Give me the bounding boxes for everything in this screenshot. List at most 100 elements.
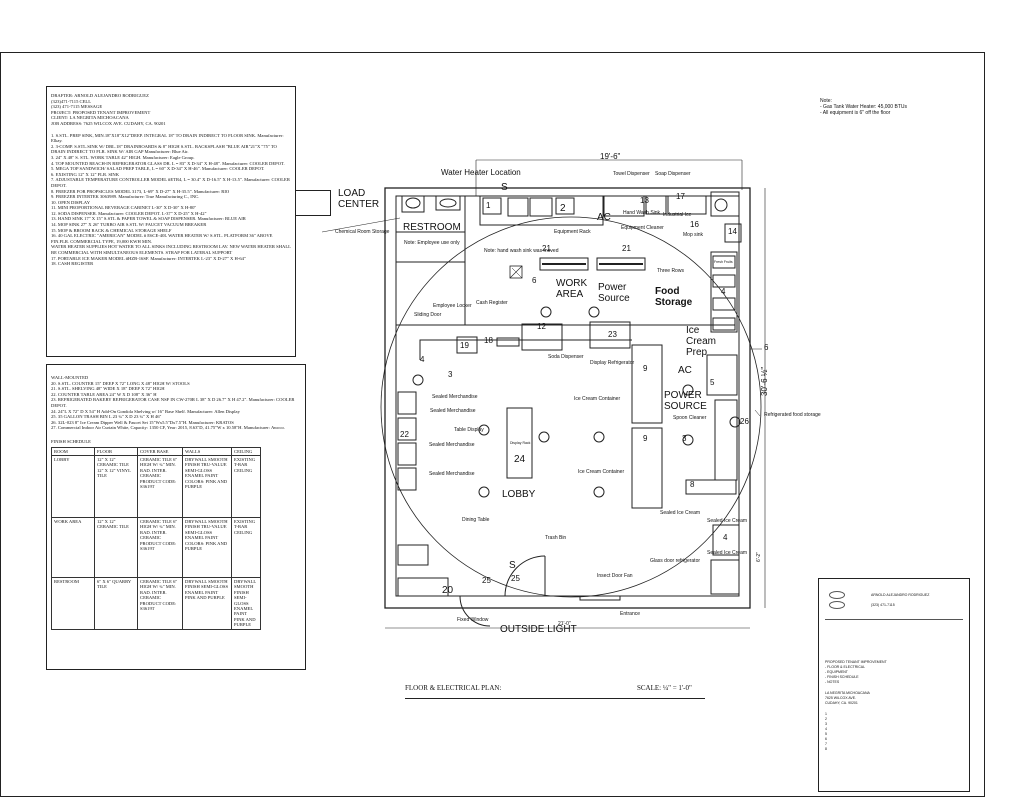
cell-line: (323)471-7115 CELL [51,98,92,104]
equipment-item: 2. 3-COMP. S.STL.SINK W/ DBL.18" DRAINBO… [51,143,277,155]
sealed-ice-cream-label-1: Sealed Ice Cream [660,510,701,516]
s-label-top: S [501,182,508,193]
column-header: FLOOR [94,446,138,456]
equipment-item: 7. ADJUSTABLE TEMPERATURE CONTROLLER MOD… [51,177,290,188]
plan-title: FLOOR & ELECTRICAL PLAN: [405,684,502,692]
equipment-item: 4. TOP MOUNTED REACH-IN REFRIGERATOR GLA… [51,160,285,166]
fresh-fruits-label: Fresh Fruits [714,260,733,264]
project-line: PROJECT: PROPOSED TENANT IMPROVEMENT [51,109,151,115]
chemical-storage-label: Chemical Room Storage [335,229,390,235]
table-cell: 6" X 6" QUARRY TILE [94,576,138,630]
title-block-line: - NOTES [825,680,840,684]
counter-20 [397,577,449,597]
note-line: - Gas Tank Water Heater: 45,000 BTUs [820,104,907,110]
ice-cream-prep-line-1: Ice [686,325,700,336]
hand-wash-sink-label: Hand Wash Sink [623,210,661,216]
s-label-bottom: S [509,560,516,571]
refrigerated-food-storage-label: Refrigerated food storage [764,412,821,418]
fresh-fruits-4 [712,317,736,331]
ice-cream-prep-line-3: Prep [686,347,708,358]
finish-schedule-title: FINISH SCHEDULE [51,438,91,444]
load-center-label: LOAD CENTER [338,188,379,210]
ice-cream-container-label-2: Ice Cream Container [578,469,625,475]
refrigerator-4 [712,524,740,556]
freezer-9b [631,427,663,509]
equipment-number: 26 [740,417,749,426]
title-block-line: - FINISH SCHEDULE [825,675,859,679]
title-block-body: PROPOSED TENANT IMPROVEMENT - FLOOR & EL… [825,660,963,752]
three-rows-label: Three Rows [657,268,684,274]
logo-icon [829,601,845,609]
prep-sink [482,197,502,215]
drawing-sheet-border [0,52,985,797]
food-storage-line-1: Food [655,286,680,297]
finish-schedule-box: WALL-MOUNTED 20. S.STL. COUNTER 15" DEEP… [46,364,306,670]
freezer-9a [631,344,663,424]
equipment-item: 5. MEGA TOP SANDWICH/ SALAD PREP TABLE, … [51,166,265,172]
equipment-number: 25 [511,574,520,583]
table-cell: DRYWALL SMOOTH FINISH SEMI-GLOSS ENAMEL … [182,576,232,630]
message-line: (323) 471-7115 MESSAGE [51,104,103,110]
sealed-merch-label-2: Sealed Merchandise [430,408,476,414]
dimension-bottom: 21'-0" [558,621,571,627]
title-block: ARNOLD ALEJANDRO RODRIGUEZ (323) 471-711… [818,578,970,792]
equipment-cleaner-label: Equipment Cleaner [621,225,664,231]
finish-schedule-table: ROOM FLOOR COVER BASE WALLS CEILING LOBB… [51,446,261,630]
equipment-item: 12. SODA DISPENSER. Manufacturer: COOLER… [51,210,207,216]
work-area-line-1: WORK [556,278,588,289]
equipment-number: 9 [643,434,648,443]
display-rack-label: Display Rack [510,441,531,445]
fresh-fruits-1 [712,255,736,269]
equipment-item: 8. FREEZER FOR PROPSICLES MODEL 3173, L-… [51,188,230,194]
equipment-number: 9 [643,364,648,373]
equipment-item: 16. 40 GAL ELECTRIC "AMERICAN" MODEL # E… [51,233,273,244]
table-cell: CERAMIC TILE 6" HIGH W/ ¾" MIN. RAD. INT… [137,516,183,578]
table-cell: DRYWALL SMOOTH FINISH SEMI-GLOSS ENAMEL … [231,576,261,630]
cash-register-18 [496,337,520,347]
load-center-line-2: CENTER [338,199,380,210]
equipment-item: 20. S.STL. COUNTER 15" DEEP X 72" LONG X… [51,380,190,386]
equipment-number: 13 [640,196,649,205]
table-row: RESTROOM 6" X 6" QUARRY TILE CERAMIC TIL… [51,576,261,630]
equipment-item: 27. Commercial Indoor Air Curtain White,… [51,425,285,431]
equipment-notes-box: DRAFTER: ARNOLD ALEJANDRO RODRIGUEZ (323… [46,86,296,357]
table-header-row: ROOM FLOOR COVER BASE WALLS CEILING [51,446,261,456]
display-refrigerator-label: Display Refrigerator [590,360,635,366]
wall-mounted-heading: WALL-MOUNTED [51,375,89,380]
floor-sink-6 [509,265,523,279]
power-source-line-2: Source [598,293,630,304]
glass-door-refrigerator-label: Glass door refrigerator [650,558,701,564]
ac-label-2: AC [678,365,692,376]
fresh-fruits-3 [712,297,736,311]
equipment-number: 4 [723,533,728,542]
glass-door-refrigerator [710,559,740,595]
inner-wall [395,195,740,597]
entry-door-swing [504,555,546,597]
restroom-sink [435,195,461,211]
equipment-list: 1. S.STL. PREP SINK, MIN.18"X18"X12"DEEP… [51,133,291,267]
table-cell: WORK AREA [51,516,95,578]
power-source-label-1: Power Source [598,282,630,304]
table-cell: DRYWALL SMOOTH FINISH TRU-VALUE SEMI-GLO… [182,516,232,578]
table-cell: EXISTING T-BAR CEILING [231,454,261,518]
equipment-number: 12 [537,322,546,331]
mop-sink-14 [724,223,742,243]
hand-wash-note-label: Note: hand wash sink was moved [484,248,559,254]
column-header: ROOM [51,446,95,456]
spoon-cleaner-label: Spoon Cleaner [673,415,707,421]
ice-cream-prep-label: Ice Cream Prep [686,325,716,358]
equipment-item: 6. EXISTING 12" X 12" FLR. SINK [51,171,120,177]
sealed-ice-cream-label-2: Sealed Ice Cream [707,518,748,524]
ice-cream-container-label-1: Ice Cream Container [574,396,621,402]
notes-connector-box [296,190,331,216]
food-storage-line-2: Storage [655,297,693,308]
equipment-item: 25. 35 GALLON TRASH BIN L 23 ¾" X D 23 ¾… [51,414,162,420]
note-title: Note: [820,98,832,104]
employee-locker-label: Employee Locker [433,303,472,309]
equipment-number: 22 [400,430,409,439]
insect-fan [579,595,621,601]
ice-cream-prep-line-2: Cream [686,336,717,347]
column-header: COVER BASE [137,446,183,456]
cash-register-label: Cash Register [476,300,508,306]
equipment-item: 22. COUNTER TABLE AREA 24" W X D 108" X … [51,391,157,397]
